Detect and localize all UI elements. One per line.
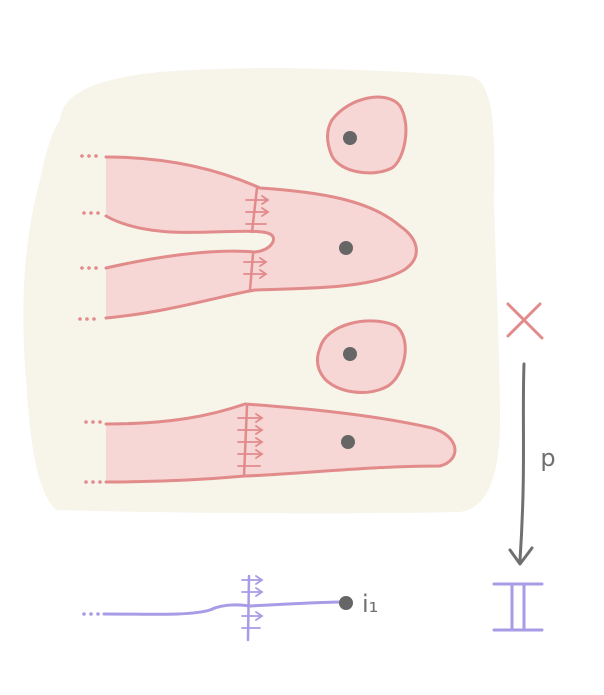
upper-glue-line-bottom xyxy=(248,252,255,292)
base-line-group: i₁ xyxy=(82,574,378,642)
map-arrow-shaft xyxy=(518,362,526,562)
lower-sheet-edge xyxy=(104,402,457,484)
base-label-glyph xyxy=(492,582,544,632)
top-disk-point xyxy=(343,131,357,145)
lower-sheet-dotted-ends xyxy=(84,420,102,484)
lower-glue-arrows xyxy=(237,413,264,467)
middle-disk-point xyxy=(343,347,357,361)
base-point xyxy=(339,596,353,610)
top-disk xyxy=(326,95,408,175)
map-arrow: p xyxy=(508,362,556,566)
base-glue-line xyxy=(246,574,251,642)
base-line xyxy=(102,600,348,616)
space-label-group: X xyxy=(506,302,544,340)
upper-branched-sheet xyxy=(78,154,418,321)
base-label-group: 𝕀 xyxy=(492,582,544,632)
middle-disk xyxy=(315,319,407,394)
base-glue-arrows xyxy=(241,575,264,629)
lower-sheet-fill xyxy=(106,404,455,482)
point-label: i₁ xyxy=(362,590,378,618)
space-label: X xyxy=(525,333,526,335)
upper-sheet-top-edge xyxy=(104,155,418,320)
base-line-dotted-end xyxy=(82,612,100,616)
space-label-glyph xyxy=(506,302,544,340)
upper-sheet-fill xyxy=(106,157,417,318)
upper-sheet-point xyxy=(339,241,353,255)
upper-sheet-dotted-ends xyxy=(78,154,100,321)
upper-sheet-slit-edge xyxy=(104,214,275,270)
base-label: 𝕀 xyxy=(518,619,519,621)
map-arrow-head xyxy=(508,546,534,566)
lower-sheet xyxy=(84,402,457,484)
lower-sheet-point xyxy=(341,435,355,449)
map-label: p xyxy=(540,444,555,472)
upper-glue-arrows xyxy=(243,195,270,279)
